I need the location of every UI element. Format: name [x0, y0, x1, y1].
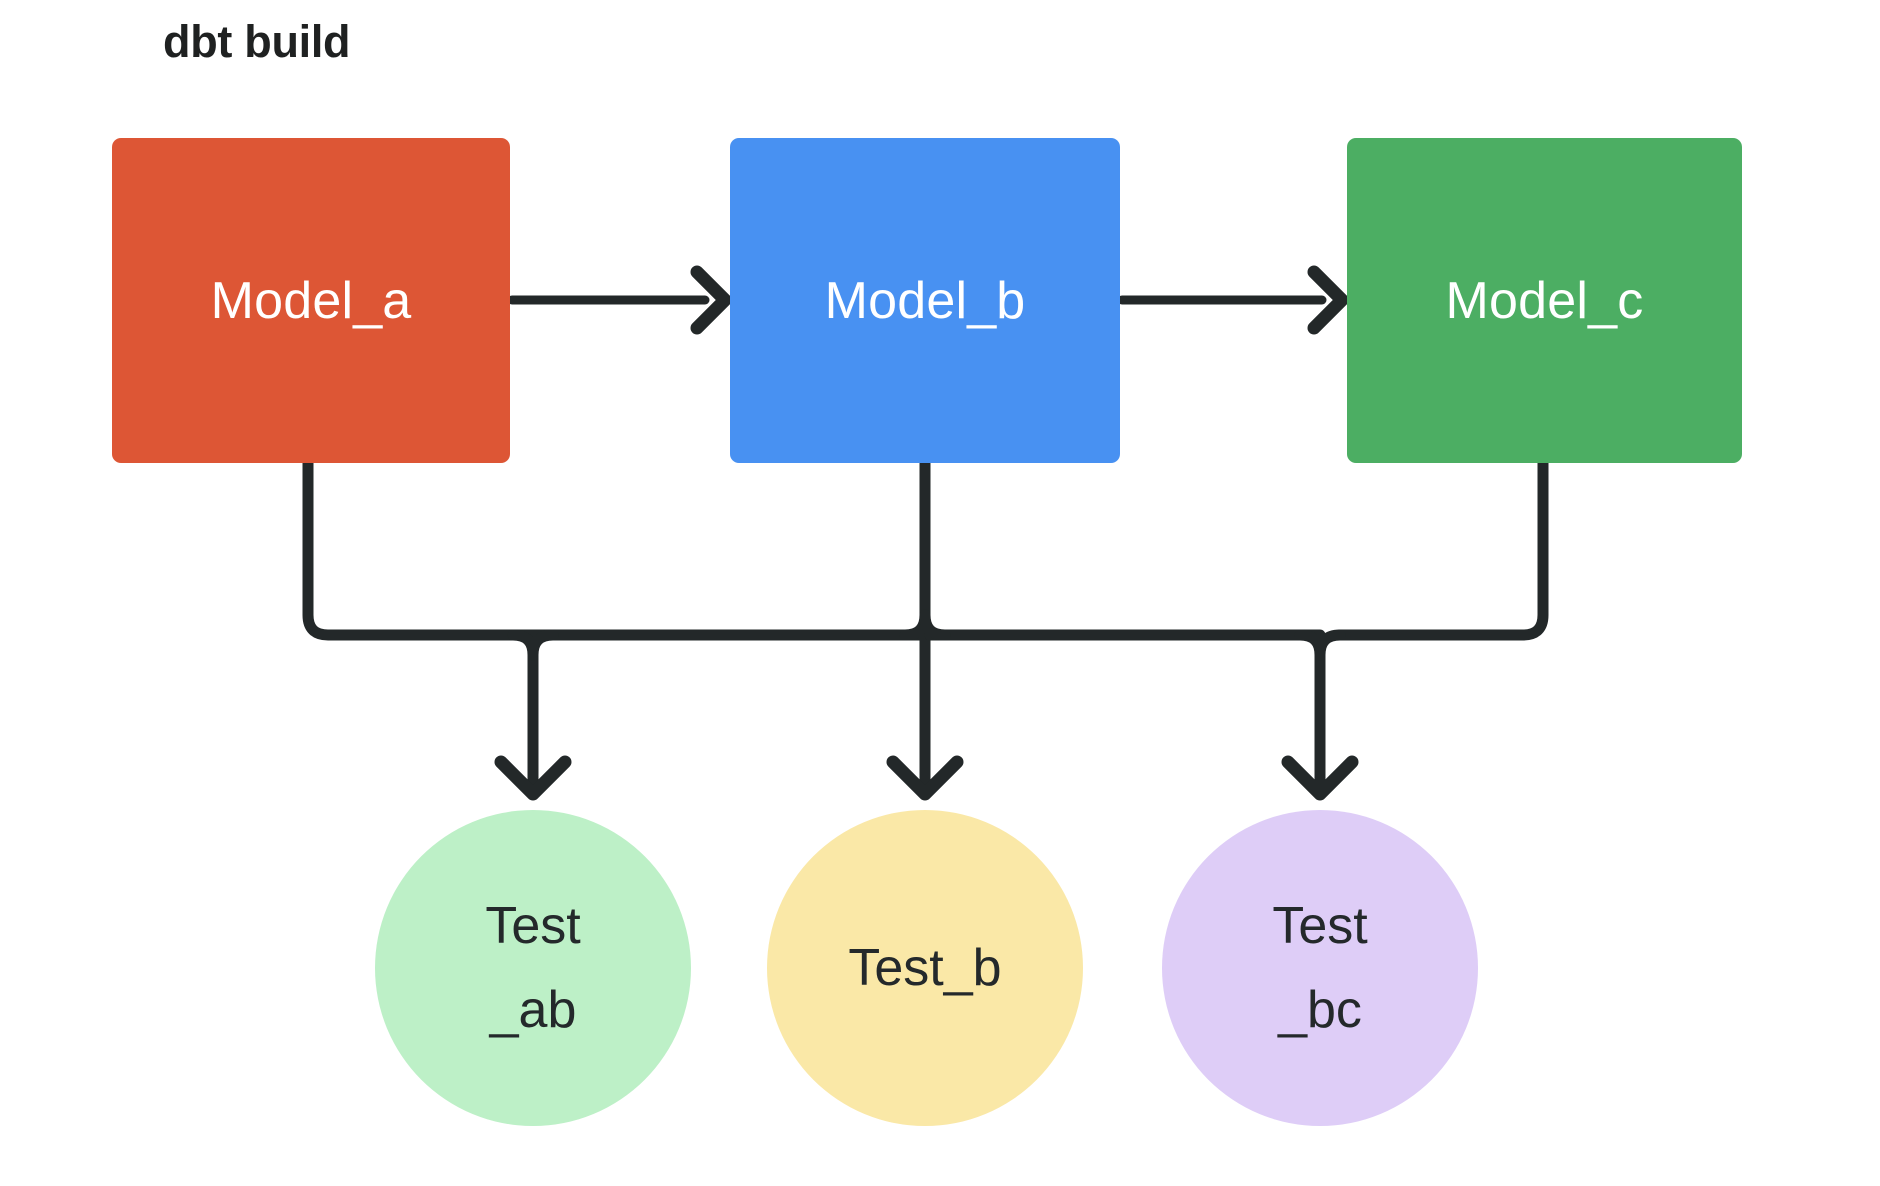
edge-model-b-to-model-c [1117, 265, 1349, 335]
edge-branch-to-test-bc [1281, 629, 1359, 801]
node-model-c[interactable]: Model_c [1347, 138, 1742, 463]
node-model-a[interactable]: Model_a [112, 138, 510, 463]
node-test-b[interactable]: Test_b [767, 810, 1083, 1126]
node-test-ab-label-line2: _ab [489, 981, 577, 1039]
node-test-ab-label-line1: Test [485, 896, 581, 955]
edge-model-c-to-test-bc [1334, 457, 1549, 641]
edge-model-a-to-test-ab [302, 457, 926, 641]
node-test-bc-label-line1: Test [1272, 896, 1368, 955]
bus-junction-model-b [899, 609, 951, 641]
edge-model-a-to-model-b [507, 265, 732, 335]
node-model-c-label: Model_c [1445, 271, 1644, 330]
node-model-b-label: Model_b [824, 271, 1026, 330]
node-test-bc-label-line2: _bc [1278, 981, 1362, 1039]
node-test-bc[interactable]: Test _bc [1162, 810, 1478, 1126]
node-test-b-label-line1: Test_b [848, 938, 1002, 997]
edge-branch-to-test-ab [494, 629, 572, 801]
page-title: dbt build [163, 16, 351, 67]
node-model-a-label: Model_a [210, 271, 412, 330]
node-test-ab[interactable]: Test _ab [375, 810, 691, 1126]
node-model-b[interactable]: Model_b [730, 138, 1120, 463]
